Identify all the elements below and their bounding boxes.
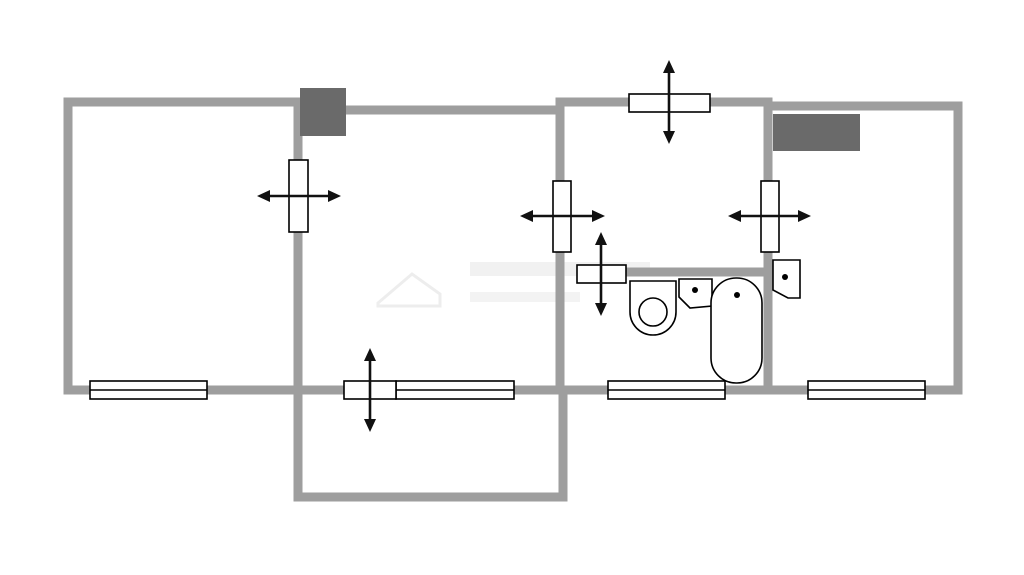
room-center-walls [293,105,565,395]
doors [288,93,780,400]
window-left-room [89,380,208,400]
chimney-block-right [773,114,860,151]
room-left-walls [63,97,303,395]
balcony-walls [293,385,568,502]
bathtub [710,277,763,384]
sink [678,278,713,309]
chimney-block-left [300,88,346,136]
window-kitchen [607,380,726,400]
toilet [629,280,677,336]
windows [89,380,926,400]
bathroom-fixtures [629,259,801,384]
window-right-room [807,380,926,400]
double-headed-arrow-icon [257,60,811,432]
watermark-bar [470,292,580,302]
kitchen-sink [772,259,801,299]
house-logo-icon [376,272,442,308]
window-center-room [395,380,515,400]
